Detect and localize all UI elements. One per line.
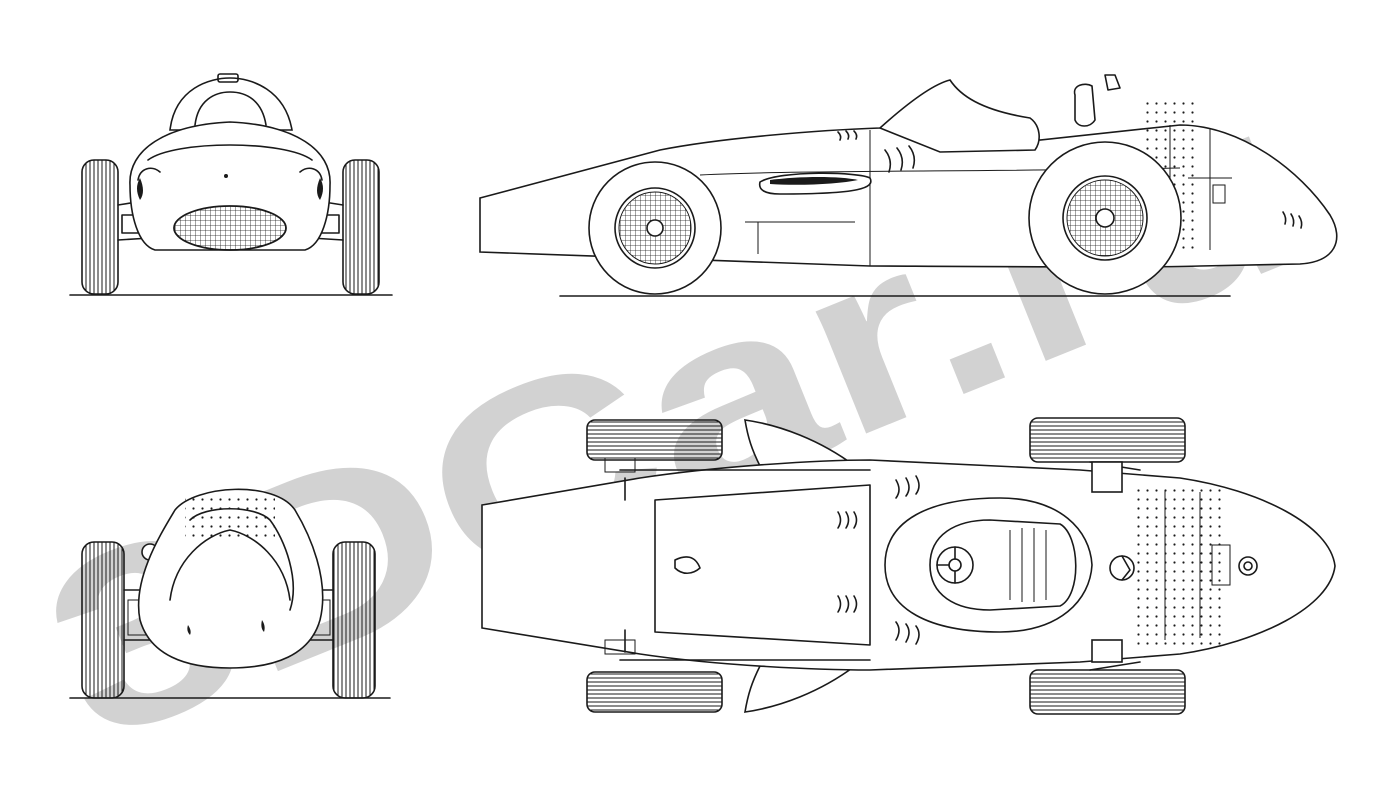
- front-view-left-tyre: [81, 159, 119, 295]
- top-view: [481, 417, 1336, 715]
- side-view-front-wheel: [588, 161, 722, 295]
- rear-view-body: [137, 488, 324, 669]
- rear-view-left-tyre: [81, 541, 125, 699]
- side-view: [479, 74, 1338, 297]
- front-view: [69, 73, 393, 296]
- top-view-front-left-tyre: [586, 419, 723, 461]
- rear-view-right-tyre: [332, 541, 376, 699]
- top-view-rear-left-tyre: [1029, 417, 1186, 463]
- top-view-cockpit: [884, 497, 1093, 633]
- top-view-front-right-tyre: [586, 671, 723, 713]
- front-view-grille: [173, 205, 287, 251]
- top-view-rear-right-tyre: [1029, 669, 1186, 715]
- front-view-right-tyre: [342, 159, 380, 295]
- side-view-rear-wheel: [1028, 141, 1182, 295]
- rear-view: [69, 488, 391, 699]
